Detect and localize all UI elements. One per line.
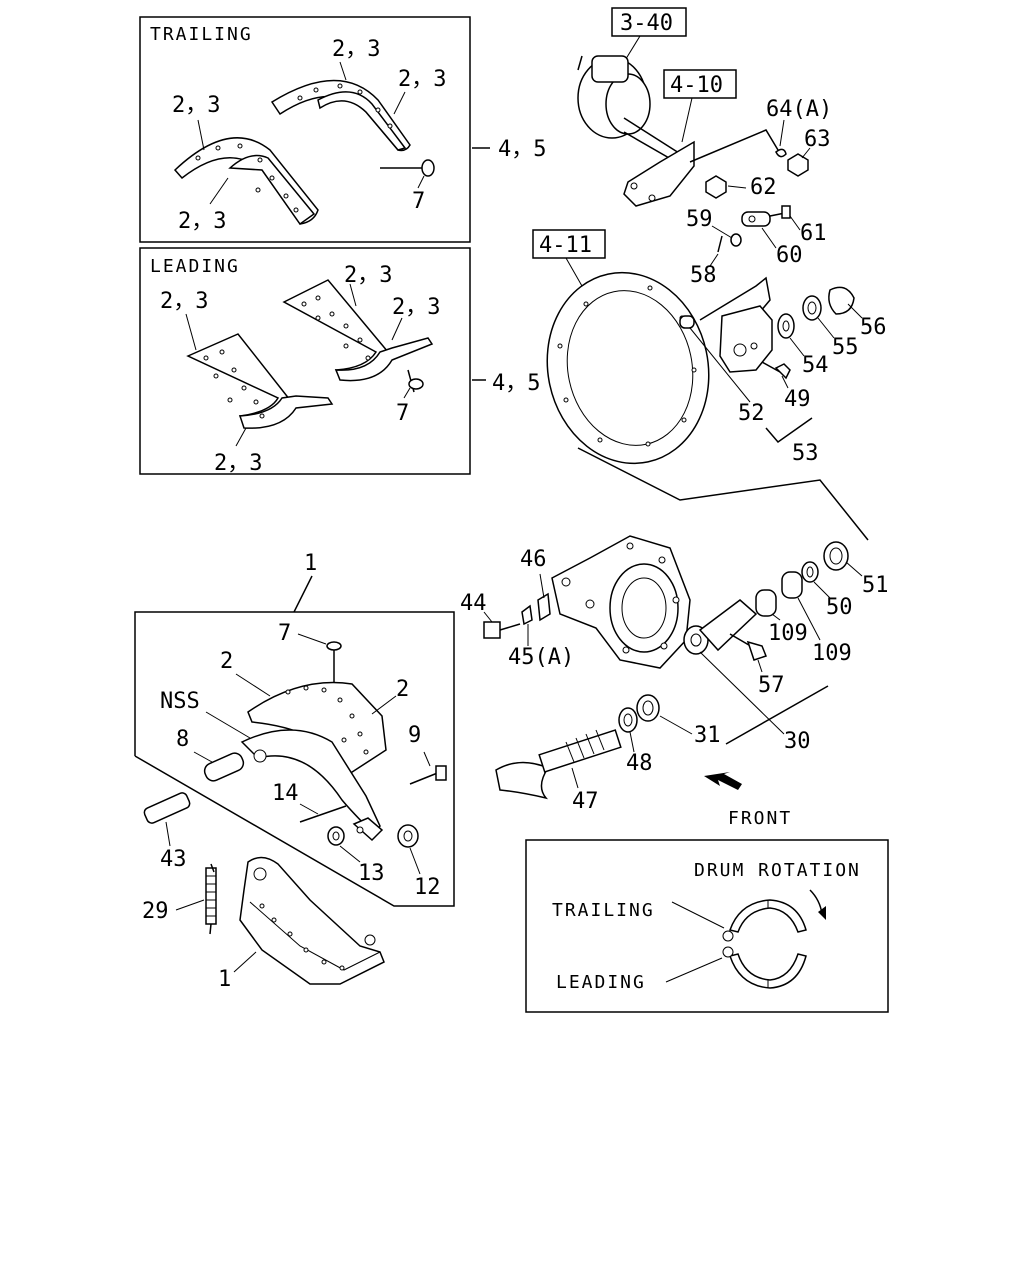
trailing-rivet [380, 159, 435, 177]
label-56: 56 [860, 315, 887, 340]
label-59: 59 [686, 207, 713, 232]
label-13: 13 [358, 861, 385, 886]
label-30: 30 [784, 729, 811, 754]
label-49: 49 [784, 387, 811, 412]
label-45a: 45(A) [508, 645, 574, 670]
front-direction-indicator: FRONT [704, 772, 792, 829]
trailing-front-lining [173, 137, 319, 226]
spider-bolt-hardware: 46 44 45(A) [460, 547, 574, 670]
label-44: 44 [460, 591, 487, 616]
shoe-assembly-panel: 1 7 2 2 NSS 8 9 14 [134, 551, 455, 907]
leading-front-lining [186, 333, 334, 429]
label-47: 47 [572, 789, 599, 814]
label-109-left: 109 [768, 621, 808, 646]
trailing-rear-lining [270, 79, 411, 152]
label-48: 48 [626, 751, 653, 776]
leading-label-7: 7 [396, 401, 409, 426]
label-62: 62 [750, 175, 777, 200]
leading-label-23-right: 2，3 [392, 295, 441, 320]
trailing-label-45: 4，5 [498, 137, 547, 162]
label-7-shoe: 7 [278, 621, 291, 646]
label-64a: 64(A) [766, 97, 832, 122]
leading-label-45: 4，5 [492, 371, 541, 396]
anchor-pin: 43 [143, 792, 191, 872]
trailing-label-23-right: 2，3 [398, 67, 447, 92]
label-61: 61 [800, 221, 827, 246]
drum-rotation-panel: DRUM ROTATION TRAILING LEADING [525, 839, 889, 1013]
drum-rotation-title: DRUM ROTATION [694, 860, 861, 881]
label-54: 54 [802, 353, 829, 378]
camshaft-bushings: 51 50 109 109 [755, 541, 889, 666]
ref-4-10: 4-10 [670, 73, 723, 98]
ref-4-11: 4-11 [539, 233, 592, 258]
rotation-trailing-label: TRAILING [552, 900, 655, 921]
leading-panel-title: LEADING [150, 256, 240, 277]
label-109-right: 109 [812, 641, 852, 666]
leading-label-23-bottom: 2，3 [214, 451, 263, 476]
label-9: 9 [408, 723, 421, 748]
trailing-lining-panel: TRAILING 2，3 2，3 2，3 2， [139, 16, 547, 243]
ref-3-40: 3-40 [620, 11, 673, 36]
label-63: 63 [804, 127, 831, 152]
label-14: 14 [272, 781, 299, 806]
label-58: 58 [690, 263, 717, 288]
slack-adjuster: 52 54 55 56 49 53 [679, 276, 887, 466]
label-1-top: 1 [304, 551, 317, 576]
assembly-leader-lines [577, 447, 869, 541]
trailing-label-23-left: 2，3 [172, 93, 221, 118]
brake-spider [551, 535, 758, 669]
leading-rear-lining [282, 279, 434, 382]
label-52: 52 [738, 401, 765, 426]
label-1-bottom: 1 [218, 967, 231, 992]
clevis-hardware: 64(A) 63 62 61 60 59 58 [686, 97, 832, 288]
label-31: 31 [694, 723, 721, 748]
label-51: 51 [862, 573, 889, 598]
label-43: 43 [160, 847, 187, 872]
label-46: 46 [520, 547, 547, 572]
trailing-label-7: 7 [412, 189, 425, 214]
brake-shoe-complete: 1 [218, 856, 385, 992]
brake-camshaft: 47 48 31 30 [495, 651, 829, 814]
brake-chamber: 3-40 4-10 [577, 7, 737, 207]
label-53: 53 [792, 441, 819, 466]
label-29: 29 [142, 899, 169, 924]
grease-fitting: 57 [729, 633, 785, 698]
leading-label-23-top: 2，3 [344, 263, 393, 288]
front-label: FRONT [728, 808, 792, 829]
rotation-leading-label: LEADING [556, 972, 646, 993]
trailing-label-23-top: 2，3 [332, 37, 381, 62]
leading-label-23-left: 2，3 [160, 289, 209, 314]
leading-rivet [407, 369, 424, 393]
label-55: 55 [832, 335, 859, 360]
label-2-left: 2 [220, 649, 233, 674]
label-12: 12 [414, 875, 441, 900]
label-60: 60 [776, 243, 803, 268]
return-spring: 29 [142, 863, 217, 935]
label-2-right: 2 [396, 677, 409, 702]
trailing-label-23-bottom: 2，3 [178, 209, 227, 234]
trailing-panel-title: TRAILING [150, 24, 253, 45]
label-57: 57 [758, 673, 785, 698]
label-50: 50 [826, 595, 853, 620]
label-8: 8 [176, 727, 189, 752]
label-nss: NSS [160, 689, 200, 714]
dust-shield: 4-11 [532, 229, 710, 465]
leading-lining-panel: LEADING 2，3 2，3 2，3 2，3 7 [139, 247, 541, 476]
